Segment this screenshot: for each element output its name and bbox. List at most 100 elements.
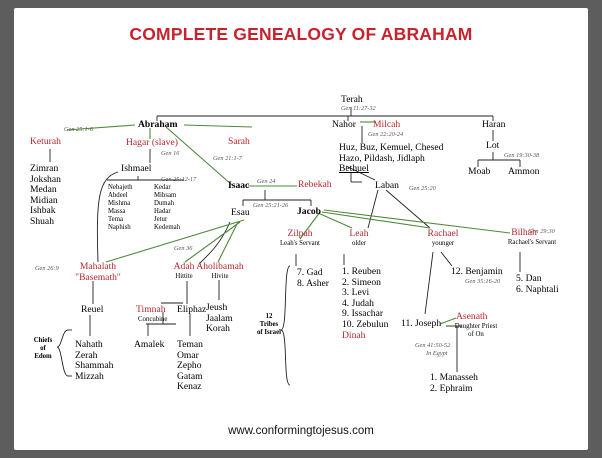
son: Gatam xyxy=(177,370,203,382)
asenath-note-line-1: Daughter Priest xyxy=(454,323,498,330)
in-egypt-label: In Egypt xyxy=(426,350,448,357)
tribes-line-1: 12 xyxy=(265,313,273,320)
person-ishmael: Ishmael xyxy=(121,163,152,174)
ref-sarah: Gen 21:1-7 xyxy=(213,155,242,162)
zilpah-note: Leah's Servant xyxy=(280,240,320,247)
person-timnah: Timnah xyxy=(136,304,166,315)
son: Mibsam xyxy=(154,192,177,199)
person-aholibamah: Aholibamah xyxy=(196,261,244,272)
bilhah-sons: 5. Dan 6. Naphtali xyxy=(516,273,559,295)
son: 1. Reuben xyxy=(342,266,381,277)
son: Kedar xyxy=(154,184,171,191)
chiefs-line-3: Edom xyxy=(34,353,52,360)
footer-website: www.conformingtojesus.com xyxy=(228,425,374,437)
son: Jetur xyxy=(154,216,168,223)
diagram-title: COMPLETE GENEALOGY OF ABRAHAM xyxy=(129,24,473,44)
person-joseph: 11. Joseph xyxy=(401,318,442,329)
son: 2. Ephraim xyxy=(430,382,473,394)
person-amalek: Amalek xyxy=(134,339,165,350)
ref-laban: Gen 25:20 xyxy=(409,185,436,192)
son: Abdeel xyxy=(108,192,128,199)
person-dinah: Dinah xyxy=(342,329,366,341)
chiefs-line-2: of xyxy=(40,345,46,352)
person-abraham: Abraham xyxy=(138,119,178,130)
person-mahalath: Mahalath "Basemath" xyxy=(62,261,134,283)
son: 7. Gad xyxy=(297,267,323,278)
son: Korah xyxy=(206,323,230,335)
reuel-sons: Nahath Zerah Shammah Mizzah xyxy=(75,339,113,382)
person-reuel: Reuel xyxy=(81,304,104,315)
nahor-sons-line-1: Huz, Buz, Kemuel, Chesed xyxy=(339,142,444,153)
son: Midian xyxy=(30,194,58,206)
asenath-note-line-2: of On xyxy=(468,331,484,338)
son: Naphish xyxy=(108,224,131,231)
ref-hagar: Gen 16 xyxy=(161,150,180,157)
bilhah-note: Rachael's Servant xyxy=(507,239,557,246)
person-jacob: Jacob xyxy=(297,206,321,217)
person-lot: Lot xyxy=(486,140,500,151)
son: Omar xyxy=(177,349,199,361)
ref-terah: Gen 11:27-32 xyxy=(341,105,376,112)
mahalath-name: Mahalath xyxy=(79,261,117,272)
person-esau: Esau xyxy=(231,207,250,218)
son: 9. Issachar xyxy=(342,308,384,320)
son: 5. Dan xyxy=(516,273,542,284)
aholibamah-note: Hivite xyxy=(211,273,229,280)
son: 2. Simeon xyxy=(342,276,381,288)
son: 6. Naphtali xyxy=(516,283,559,295)
ref-lot: Gen 19:30-38 xyxy=(504,152,540,159)
person-rebekah: Rebekah xyxy=(298,179,332,190)
person-benjamin: 12. Benjamin xyxy=(451,266,503,277)
son: Massa xyxy=(108,208,126,215)
person-keturah: Keturah xyxy=(30,136,61,147)
chiefs-label: Chiefs of Edom xyxy=(30,337,56,361)
leah-sons: 1. Reuben 2. Simeon 3. Levi 4. Judah 9. … xyxy=(342,266,389,341)
tribes-line-2: Tribes xyxy=(259,321,279,328)
person-isaac: Isaac xyxy=(228,180,250,191)
ishmael-sons-b: Kedar Mibsam Dumah Hadar Jetur Kedemah xyxy=(154,184,180,232)
son: Zerah xyxy=(75,349,98,361)
person-leah: Leah xyxy=(349,228,369,239)
diagram-card xyxy=(14,8,588,450)
zilpah-sons: 7. Gad 8. Asher xyxy=(297,267,329,289)
ref-milcah: Gen 22:20-24 xyxy=(368,131,404,138)
son: 10. Zebulun xyxy=(342,318,389,330)
son: Jeush xyxy=(206,302,228,313)
son: Hadar xyxy=(154,208,171,215)
son: 8. Asher xyxy=(297,277,329,289)
son: Jokshan xyxy=(30,173,61,185)
son: Shuah xyxy=(30,215,54,227)
person-hagar: Hagar (slave) xyxy=(126,137,178,148)
eliphaz-sons: Teman Omar Zepho Gatam Kenaz xyxy=(177,339,203,393)
ref-benjamin: Gen 35:16-20 xyxy=(465,278,501,285)
joseph-sons: 1. Manasseh 2. Ephraim xyxy=(430,372,478,394)
ref-ishmael: Gen 25:12-17 xyxy=(161,176,197,183)
person-bethuel: Bethuel xyxy=(339,163,369,175)
ref-esau-jacob: Gen 25:21-26 xyxy=(253,202,289,209)
ref-isaac: Gen 24 xyxy=(257,178,276,185)
person-milcah: Milcah xyxy=(373,119,401,130)
keturah-sons: Zimran Jokshan Medan Midian Ishbak Shuah xyxy=(30,163,61,228)
rachael-note: younger xyxy=(431,240,455,247)
basemath-name: "Basemath" xyxy=(75,271,121,283)
son: Zimran xyxy=(30,163,59,174)
son: Tema xyxy=(108,216,123,223)
ref-mahalath: Gen 26:9 xyxy=(35,265,59,272)
person-adah: Adah xyxy=(173,261,195,272)
son: Dumah xyxy=(154,200,175,207)
son: 3. Levi xyxy=(342,287,370,299)
chiefs-line-1: Chiefs xyxy=(33,337,53,344)
person-eliphaz: Eliphaz xyxy=(177,304,207,315)
son: Nebajeth xyxy=(108,184,133,191)
tribes-line-3: of Israel xyxy=(257,329,281,336)
ref-joseph: Gen 41:50-52 xyxy=(415,342,451,349)
leah-note: older xyxy=(352,240,366,247)
person-ammon: Ammon xyxy=(508,166,540,177)
son: Nahath xyxy=(75,339,103,350)
son: 1. Manasseh xyxy=(430,372,478,383)
adah-note: Hittite xyxy=(175,273,193,280)
son: 4. Judah xyxy=(342,297,374,309)
person-terah: Terah xyxy=(341,94,363,105)
person-moab: Moab xyxy=(468,166,491,177)
person-bilhah: Bilhah xyxy=(511,227,537,238)
